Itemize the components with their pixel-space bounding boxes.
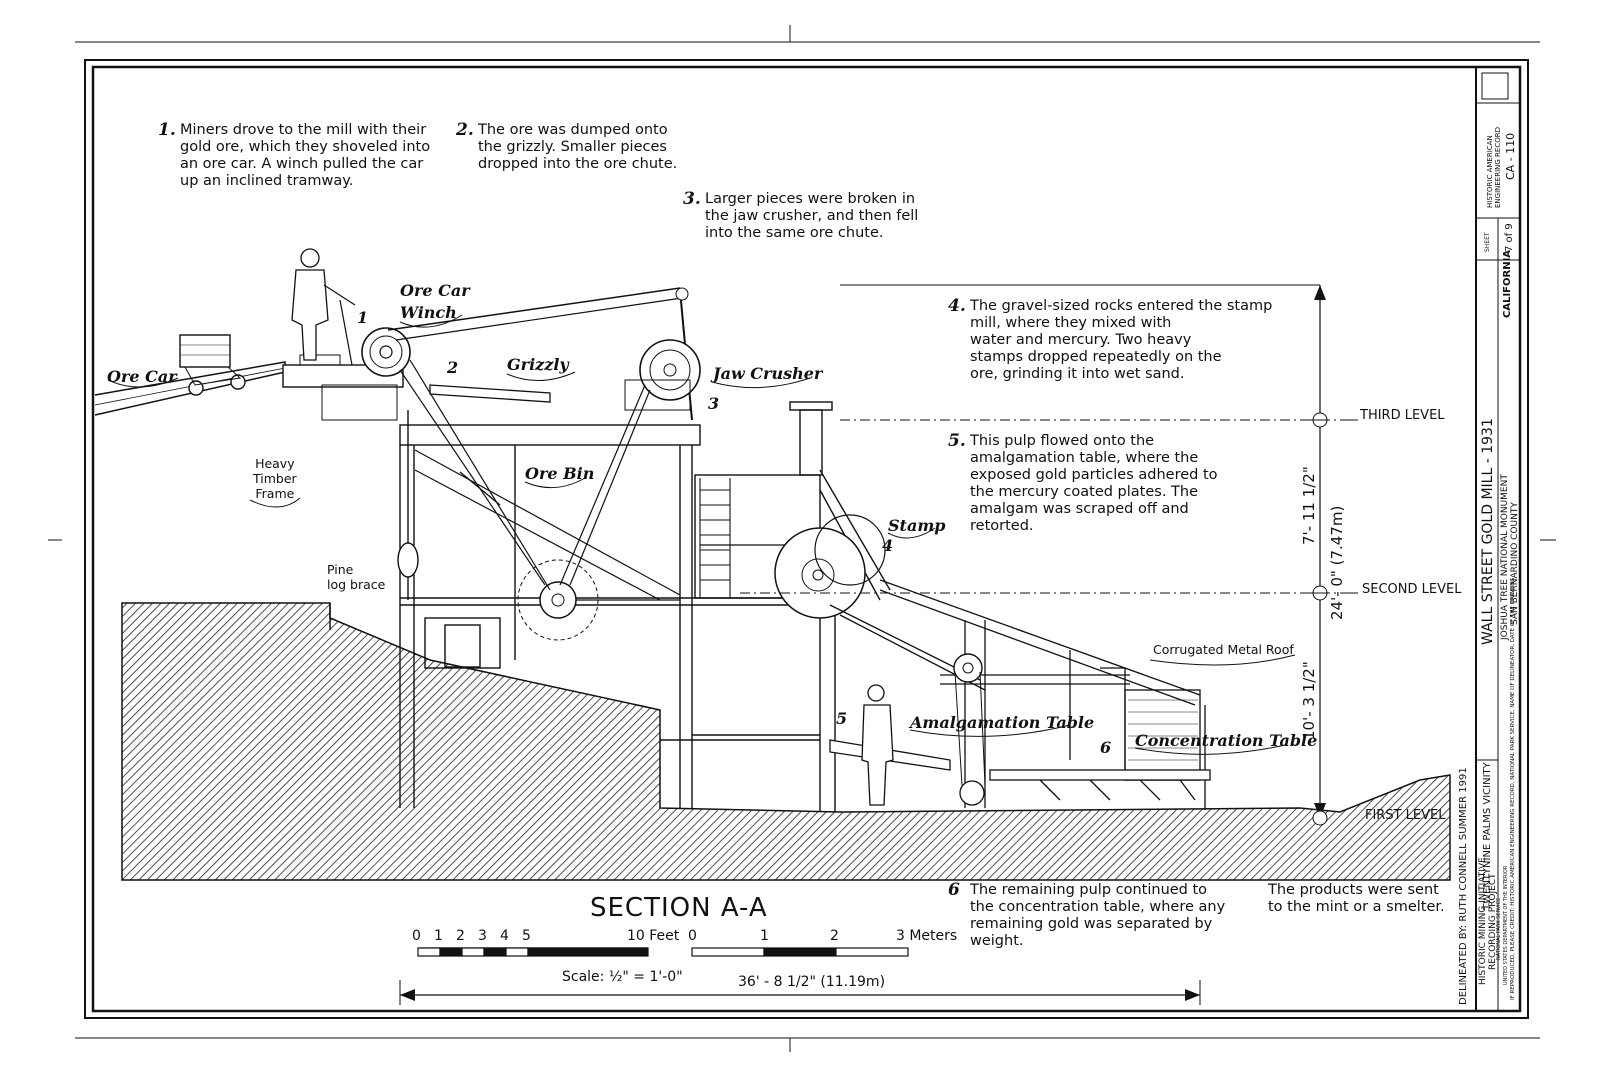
note-2: 2. The ore was dumped onto the grizzly. … (456, 122, 708, 173)
label-ore-bin: Ore Bin (525, 464, 595, 483)
label-concentration-table: Concentration Table (1135, 731, 1318, 750)
drive-belts (399, 359, 800, 601)
note-4: 4. The gravel-sized rocks entered the st… (948, 298, 1290, 383)
label-grizzly: Grizzly (507, 355, 569, 374)
label-ore-car: Ore Car (107, 367, 177, 386)
note-6-text: The remaining pulp continued to the conc… (970, 882, 1226, 949)
delineator: DELINEATED BY: RUTH CONNELL SUMMER 1991 (1458, 767, 1469, 1005)
lower-shed (829, 579, 1206, 810)
note-6-number: 6 (948, 880, 960, 900)
sheet-label: SHEET (1484, 232, 1491, 252)
record-line-2: ENGINEERING RECORD (1494, 127, 1502, 208)
amalgamation-table-drawing (829, 684, 951, 806)
step-number-4: 4 (882, 536, 894, 555)
stamp-wheel (774, 514, 886, 619)
note-1: 1. Miners drove to the mill with their g… (158, 122, 450, 190)
note-5: 5. This pulp flowed onto the amalgamatio… (948, 433, 1260, 535)
note-1-text: Miners drove to the mill with their gold… (180, 122, 431, 189)
label-heavy-timber-frame: Heavy Timber Frame (253, 456, 297, 501)
note-6: 6 The remaining pulp continued to the co… (948, 882, 1250, 950)
pine-log-drawing (397, 542, 419, 578)
sheet-value: 7 of 9 (1504, 223, 1515, 252)
note-4-text: The gravel-sized rocks entered the stamp… (970, 298, 1273, 382)
dimension-width: 36' - 8 1/2" (11.19m) (738, 974, 886, 990)
concentration-table-drawing (989, 769, 1211, 801)
note-5-text: This pulp flowed onto the amalgamation t… (970, 433, 1218, 534)
note-3-text: Larger pieces were broken in the jaw cru… (705, 191, 919, 241)
agency-line-1: NATIONAL PARK SERVICE (1496, 897, 1502, 960)
grizzly-drawing (429, 384, 551, 403)
state: CALIFORNIA (1502, 249, 1513, 318)
upper-platform (282, 248, 404, 421)
third-level-label: THIRD LEVEL (1360, 408, 1445, 423)
record-line-1: HISTORIC AMERICAN (1486, 135, 1494, 208)
winch-wheel (361, 327, 411, 377)
ground-section (121, 602, 1451, 881)
dimension-total: 24'- 0" (7.47m) (1328, 505, 1346, 620)
first-level-label: FIRST LEVEL (1365, 808, 1446, 823)
label-stamp: Stamp (888, 516, 946, 535)
mill-title: WALL STREET GOLD MILL - 1931 (1480, 418, 1496, 645)
step-number-1: 1 (357, 308, 369, 327)
note-2-number: 2. (456, 120, 474, 140)
jaw-crusher-drawing (624, 339, 701, 411)
ore-car-drawing (179, 334, 246, 396)
note-4-number: 4. (948, 296, 966, 316)
dimension-lower: 10'- 3 1/2" (1300, 661, 1318, 740)
project-line-1: HISTORIC MINING INITIATIVE (1478, 857, 1488, 985)
step-number-2: 2 (447, 358, 459, 377)
scale-text: Scale: ½" = 1'-0" (562, 969, 683, 985)
note-1-number: 1. (158, 120, 176, 140)
stamp-mill (694, 401, 891, 812)
credit-line: IF REPRODUCED, PLEASE CREDIT: HISTORIC A… (1510, 577, 1516, 1000)
step-number-6: 6 (1100, 738, 1112, 757)
leader-lines (107, 314, 1296, 755)
step-number-5: 5 (836, 709, 848, 728)
label-corrugated-metal-roof: Corrugated Metal Roof (1153, 642, 1294, 657)
label-pine-log-brace: Pine log brace (327, 562, 386, 592)
record-id: CA - 110 (1504, 132, 1517, 180)
scale-bar-feet (417, 947, 649, 957)
note-3-number: 3. (683, 189, 701, 209)
outer-border (84, 59, 1529, 1019)
label-amalgamation-table: Amalgamation Table (910, 713, 1095, 732)
shed-cladding (1128, 699, 1198, 761)
scale-bar-meters (691, 947, 909, 957)
step-number-3: 3 (708, 394, 720, 413)
inner-border (91, 65, 1522, 1013)
note-5-number: 5. (948, 431, 966, 451)
note-3: 3. Larger pieces were broken in the jaw … (683, 191, 945, 242)
final-note: The products were sent to the mint or a … (1268, 882, 1445, 915)
dimension-upper: 7'- 11 1/2" (1300, 466, 1318, 545)
label-jaw-crusher: Jaw Crusher (713, 364, 823, 383)
amalgamation-wheel (953, 653, 986, 806)
label-ore-car-winch: Ore Car Winch (400, 281, 470, 322)
second-level-label: SECOND LEVEL (1362, 582, 1462, 597)
subtitle-2: SAN BERNARDINO COUNTY (1510, 502, 1520, 625)
subtitle-1: JOSHUA TREE NATIONAL MONUMENT (1500, 474, 1510, 640)
ladder (699, 478, 731, 598)
section-title: SECTION A-A (590, 893, 768, 923)
note-2-text: The ore was dumped onto the grizzly. Sma… (478, 122, 678, 172)
agency-line-2: UNITED STATES DEPARTMENT OF THE INTERIOR (1503, 865, 1509, 985)
